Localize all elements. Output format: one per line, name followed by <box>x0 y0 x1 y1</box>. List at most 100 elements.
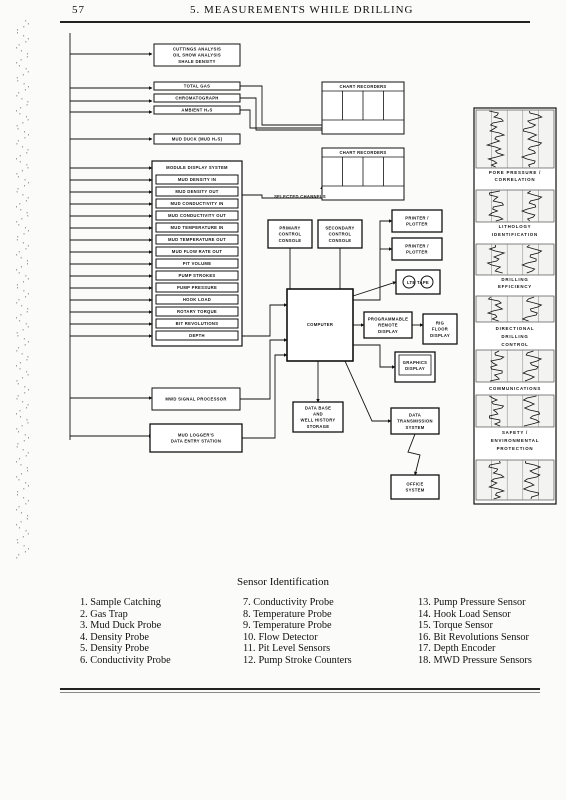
scan-speck <box>18 527 20 529</box>
database-box-label: DATA BASE <box>305 405 331 410</box>
module-item-box <box>155 306 239 317</box>
scan-speck <box>24 392 26 394</box>
scan-speck <box>27 215 29 217</box>
scan-speck <box>16 476 18 478</box>
scan-speck <box>20 59 22 61</box>
scan-speck <box>25 296 27 298</box>
scan-speck <box>16 509 18 511</box>
module-item-box <box>155 330 239 341</box>
scan-speck <box>19 416 21 418</box>
scan-speck <box>17 128 19 130</box>
printer-plotter-2-box <box>391 237 443 261</box>
scan-speck <box>21 170 23 172</box>
module-item-box <box>155 318 239 329</box>
scan-speck <box>23 26 25 28</box>
scan-speck <box>22 242 24 244</box>
chromatograph-box <box>153 93 241 103</box>
scan-speck <box>24 386 26 388</box>
scan-speck <box>20 464 22 466</box>
scan-speck <box>25 275 27 277</box>
scan-speck <box>16 332 18 334</box>
sensor-list-col1: 1. Sample Catching 2. Gas Trap 3. Mud Du… <box>80 597 171 667</box>
module-item-box <box>155 186 239 197</box>
module-item-box <box>155 174 239 185</box>
scan-speck <box>17 335 19 337</box>
module-item-box <box>155 258 239 269</box>
scan-speck <box>19 203 21 205</box>
scan-speck <box>26 260 28 262</box>
sensor-item: 13. Pump Pressure Sensor <box>418 597 526 608</box>
header-rule <box>60 21 530 23</box>
scan-speck <box>17 140 19 142</box>
sensor-item: 14. Hook Load Sensor <box>418 608 511 620</box>
mud-logger-box-label: MUD LOGGER'S <box>178 433 214 438</box>
sensor-item: 3. Mud Duck Probe <box>80 620 162 632</box>
transmission-zigzag <box>407 433 421 476</box>
scan-speck <box>27 134 29 136</box>
database-box-label: WELL HISTORY <box>301 418 336 423</box>
scan-speck <box>18 506 20 508</box>
scan-speck <box>26 212 28 214</box>
scan-speck <box>22 194 24 196</box>
module-to-computer <box>242 303 288 337</box>
scan-speck <box>27 422 29 424</box>
scan-speck <box>25 116 27 118</box>
scan-speck <box>24 434 26 436</box>
scan-speck <box>22 377 24 379</box>
module-item-box-label: DEPTH <box>189 333 205 338</box>
module-item-box <box>155 282 239 293</box>
panel-label: PORE PRESSURE / <box>489 170 541 175</box>
primary-console-box <box>267 219 313 249</box>
ambient-h2s-box <box>153 105 241 115</box>
scan-speck <box>17 491 19 493</box>
primary-console-box-label: CONSOLE <box>279 238 302 243</box>
log-curve <box>521 296 543 322</box>
total-gas-box-label: TOTAL GAS <box>184 84 210 89</box>
tape-link <box>352 281 397 297</box>
module-item-box-label: MUD DENSITY IN <box>178 177 216 182</box>
mud-logger-box <box>149 423 243 453</box>
scan-speck <box>20 314 22 316</box>
scan-speck <box>23 233 25 235</box>
scan-speck <box>18 479 20 481</box>
scan-speck <box>27 470 29 472</box>
mwd-to-computer <box>240 338 288 400</box>
sensor-item: 10. Flow Detector <box>243 631 318 643</box>
scan-speck <box>25 323 27 325</box>
cuttings-analysis-box <box>153 43 241 67</box>
database-box-label: STORAGE <box>307 424 330 429</box>
ambient-h2s-box-label: AMBIENT H₂S <box>181 108 212 113</box>
scan-speck <box>27 182 29 184</box>
graphics-link <box>353 344 396 369</box>
panel-label: DRILLING <box>501 334 528 339</box>
computer-label: COMPUTER <box>307 322 333 327</box>
panel-label: LITHOLOGY <box>499 224 532 229</box>
scan-speck <box>26 359 28 361</box>
panel-label: CONTROL <box>501 342 528 347</box>
scan-speck <box>16 350 18 352</box>
scan-speck <box>26 56 28 58</box>
scan-speck <box>27 197 29 199</box>
office-system-box-label: OFFICE <box>406 482 423 487</box>
scan-speck <box>18 272 20 274</box>
scan-speck <box>18 347 20 349</box>
scan-speck <box>27 149 29 151</box>
scan-speck <box>16 206 18 208</box>
log-curve <box>522 460 542 500</box>
cuttings-analysis-box-label: CUTTINGS ANALYSIS <box>173 46 221 51</box>
secondary-console-box-label: SECONDARY <box>325 225 354 230</box>
transmission-box-label: SYSTEM <box>405 425 424 430</box>
office-system-box <box>390 474 440 500</box>
scan-speck <box>23 440 25 442</box>
scan-speck <box>16 365 18 367</box>
log-curve <box>521 244 543 274</box>
scan-speck <box>22 329 24 331</box>
module-item-box <box>155 198 239 209</box>
scan-speck <box>23 35 25 37</box>
scan-speck <box>16 221 18 223</box>
footer-rule <box>60 688 540 690</box>
log-curve <box>520 110 543 168</box>
module-item-box <box>155 210 239 221</box>
scan-speck <box>16 95 18 97</box>
tape-reel-right <box>420 275 434 289</box>
